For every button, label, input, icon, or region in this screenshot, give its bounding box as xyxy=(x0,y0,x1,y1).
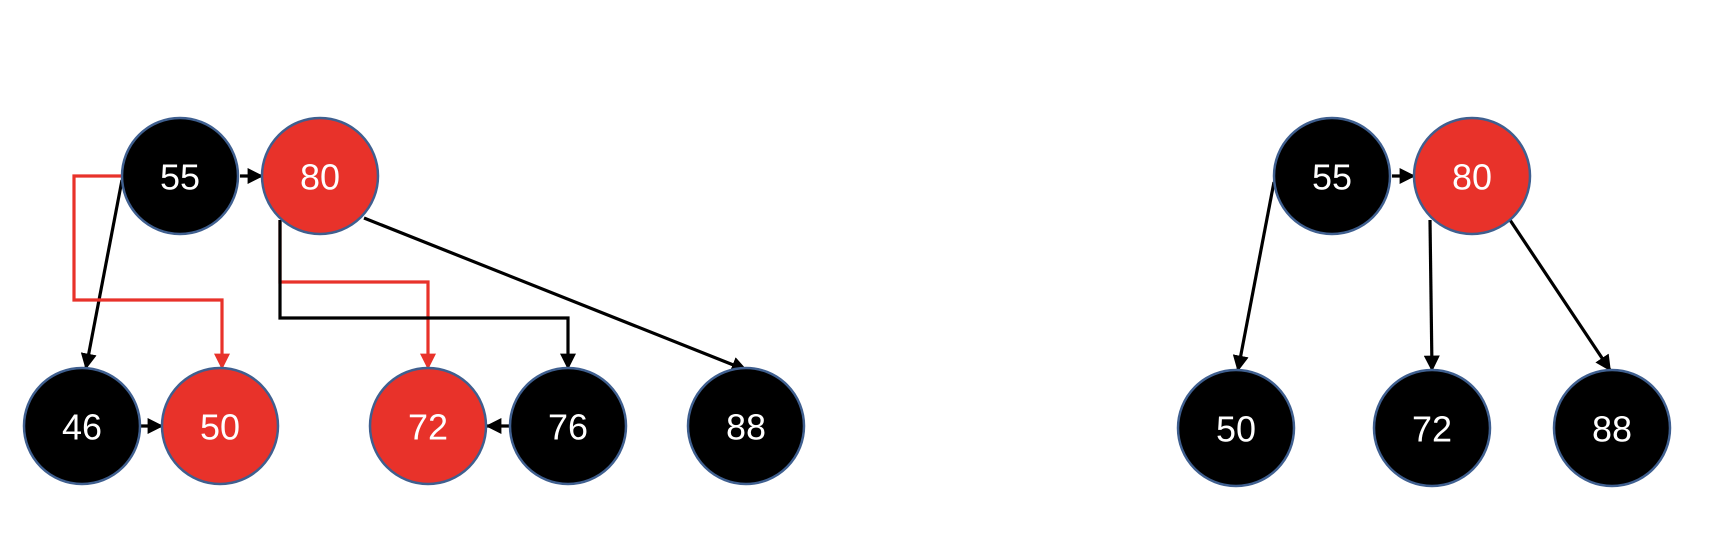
node-circle xyxy=(1552,368,1672,488)
node-88: 88 xyxy=(686,366,806,486)
right-tree-nodes: 55 80 50 72 88 xyxy=(1176,116,1672,488)
node-label: 72 xyxy=(1412,409,1452,450)
node-88: 88 xyxy=(1552,368,1672,488)
edge-left-tree-n80-n76 xyxy=(278,220,576,370)
edge-right-tree-m80-m72 xyxy=(1423,219,1440,372)
node-label: 50 xyxy=(1216,409,1256,450)
edge-left-tree-n80-n88 xyxy=(363,216,748,373)
edge-left-tree-n80-n72 xyxy=(278,220,436,370)
node-80: 80 xyxy=(260,116,380,236)
node-circle xyxy=(120,116,240,236)
node-label: 72 xyxy=(408,407,448,448)
node-label: 55 xyxy=(1312,157,1352,198)
left-tree-edges xyxy=(72,168,748,434)
node-circle xyxy=(1272,116,1392,236)
left-tree: 55 80 46 50 72 76 88 xyxy=(22,116,806,486)
node-76: 76 xyxy=(508,366,628,486)
node-circle xyxy=(1372,368,1492,488)
node-label: 76 xyxy=(548,407,588,448)
node-circle xyxy=(160,366,280,486)
node-circle xyxy=(22,366,142,486)
edge-left-tree-n55-n50 xyxy=(72,174,230,370)
node-circle xyxy=(508,366,628,486)
node-label: 50 xyxy=(200,407,240,448)
node-80: 80 xyxy=(1412,116,1532,236)
node-circle xyxy=(686,366,806,486)
node-label: 46 xyxy=(62,407,102,448)
node-55: 55 xyxy=(1272,116,1392,236)
node-72: 72 xyxy=(1372,368,1492,488)
node-circle xyxy=(260,116,380,236)
node-50: 50 xyxy=(1176,368,1296,488)
right-tree-edges xyxy=(1232,168,1612,372)
node-55: 55 xyxy=(120,116,240,236)
node-circle xyxy=(1176,368,1296,488)
node-circle xyxy=(1412,116,1532,236)
node-label: 55 xyxy=(160,157,200,198)
node-50: 50 xyxy=(160,366,280,486)
node-label: 80 xyxy=(300,157,340,198)
edge-right-tree-m80-m88 xyxy=(1508,219,1612,372)
node-72: 72 xyxy=(368,366,488,486)
node-label: 88 xyxy=(1592,409,1632,450)
left-tree-nodes: 55 80 46 50 72 76 88 xyxy=(22,116,806,486)
node-label: 88 xyxy=(726,407,766,448)
right-tree: 55 80 50 72 88 xyxy=(1176,116,1672,488)
node-46: 46 xyxy=(22,366,142,486)
node-label: 80 xyxy=(1452,157,1492,198)
edge-right-tree-m55-m50 xyxy=(1232,181,1276,372)
edge-left-tree-n55-n46 xyxy=(80,179,124,370)
node-circle xyxy=(368,366,488,486)
